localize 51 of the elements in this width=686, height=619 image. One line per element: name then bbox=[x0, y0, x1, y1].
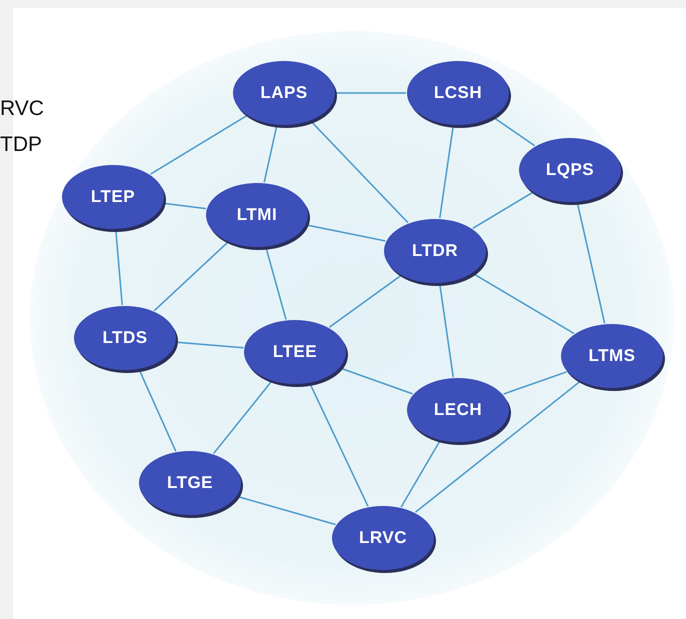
connector-line bbox=[400, 440, 441, 508]
connector-line bbox=[237, 496, 336, 526]
node-ellipse bbox=[518, 137, 622, 203]
node-ellipse bbox=[331, 505, 435, 571]
node-ellipse bbox=[406, 377, 510, 443]
node-label: LECH bbox=[434, 400, 482, 420]
connector-line bbox=[265, 247, 287, 320]
connector-line bbox=[472, 192, 533, 229]
connector-line bbox=[154, 242, 228, 312]
node-ellipse bbox=[205, 182, 309, 248]
node-ellipse bbox=[138, 450, 242, 516]
node-ellipse bbox=[61, 164, 165, 230]
connector-line bbox=[213, 380, 272, 454]
connector-line bbox=[306, 224, 386, 242]
connector-line bbox=[492, 116, 536, 146]
node-ellipse bbox=[232, 60, 336, 126]
node-label: LTEP bbox=[90, 187, 136, 207]
connector-line bbox=[503, 371, 567, 395]
node-label: LRVC bbox=[359, 528, 407, 548]
side-text: RVC bbox=[0, 97, 44, 121]
node-ellipse bbox=[243, 319, 347, 385]
connector-line bbox=[414, 381, 580, 513]
node-label: LTDS bbox=[102, 328, 148, 348]
connector-line bbox=[164, 202, 206, 210]
node-label: LTMS bbox=[588, 346, 636, 366]
connector-line bbox=[439, 284, 454, 378]
node-label: LTMI bbox=[236, 205, 278, 225]
node-label: LTGE bbox=[166, 473, 214, 493]
node-ellipse bbox=[73, 305, 177, 371]
connector-line bbox=[176, 342, 244, 348]
node-ellipse bbox=[406, 60, 510, 126]
connector-line bbox=[115, 230, 123, 306]
connector-line bbox=[309, 383, 369, 507]
node-label: LTEE bbox=[272, 342, 318, 362]
connector-line bbox=[340, 367, 413, 395]
connector-line bbox=[310, 120, 409, 224]
connector-line bbox=[150, 115, 247, 175]
node-ellipse bbox=[383, 218, 487, 284]
connector-line bbox=[336, 92, 406, 94]
node-label: LCSH bbox=[434, 83, 482, 103]
connector-line bbox=[264, 126, 278, 182]
connector-line bbox=[328, 275, 402, 328]
node-label: LQPS bbox=[546, 160, 594, 180]
node-ellipse bbox=[560, 323, 664, 389]
connector-line bbox=[576, 202, 606, 324]
connector-line bbox=[138, 369, 176, 452]
connector-line bbox=[472, 272, 574, 334]
connector-line bbox=[439, 126, 454, 218]
node-label: LAPS bbox=[260, 83, 308, 103]
side-text: TDP bbox=[0, 133, 42, 157]
node-label: LTDR bbox=[412, 241, 458, 261]
